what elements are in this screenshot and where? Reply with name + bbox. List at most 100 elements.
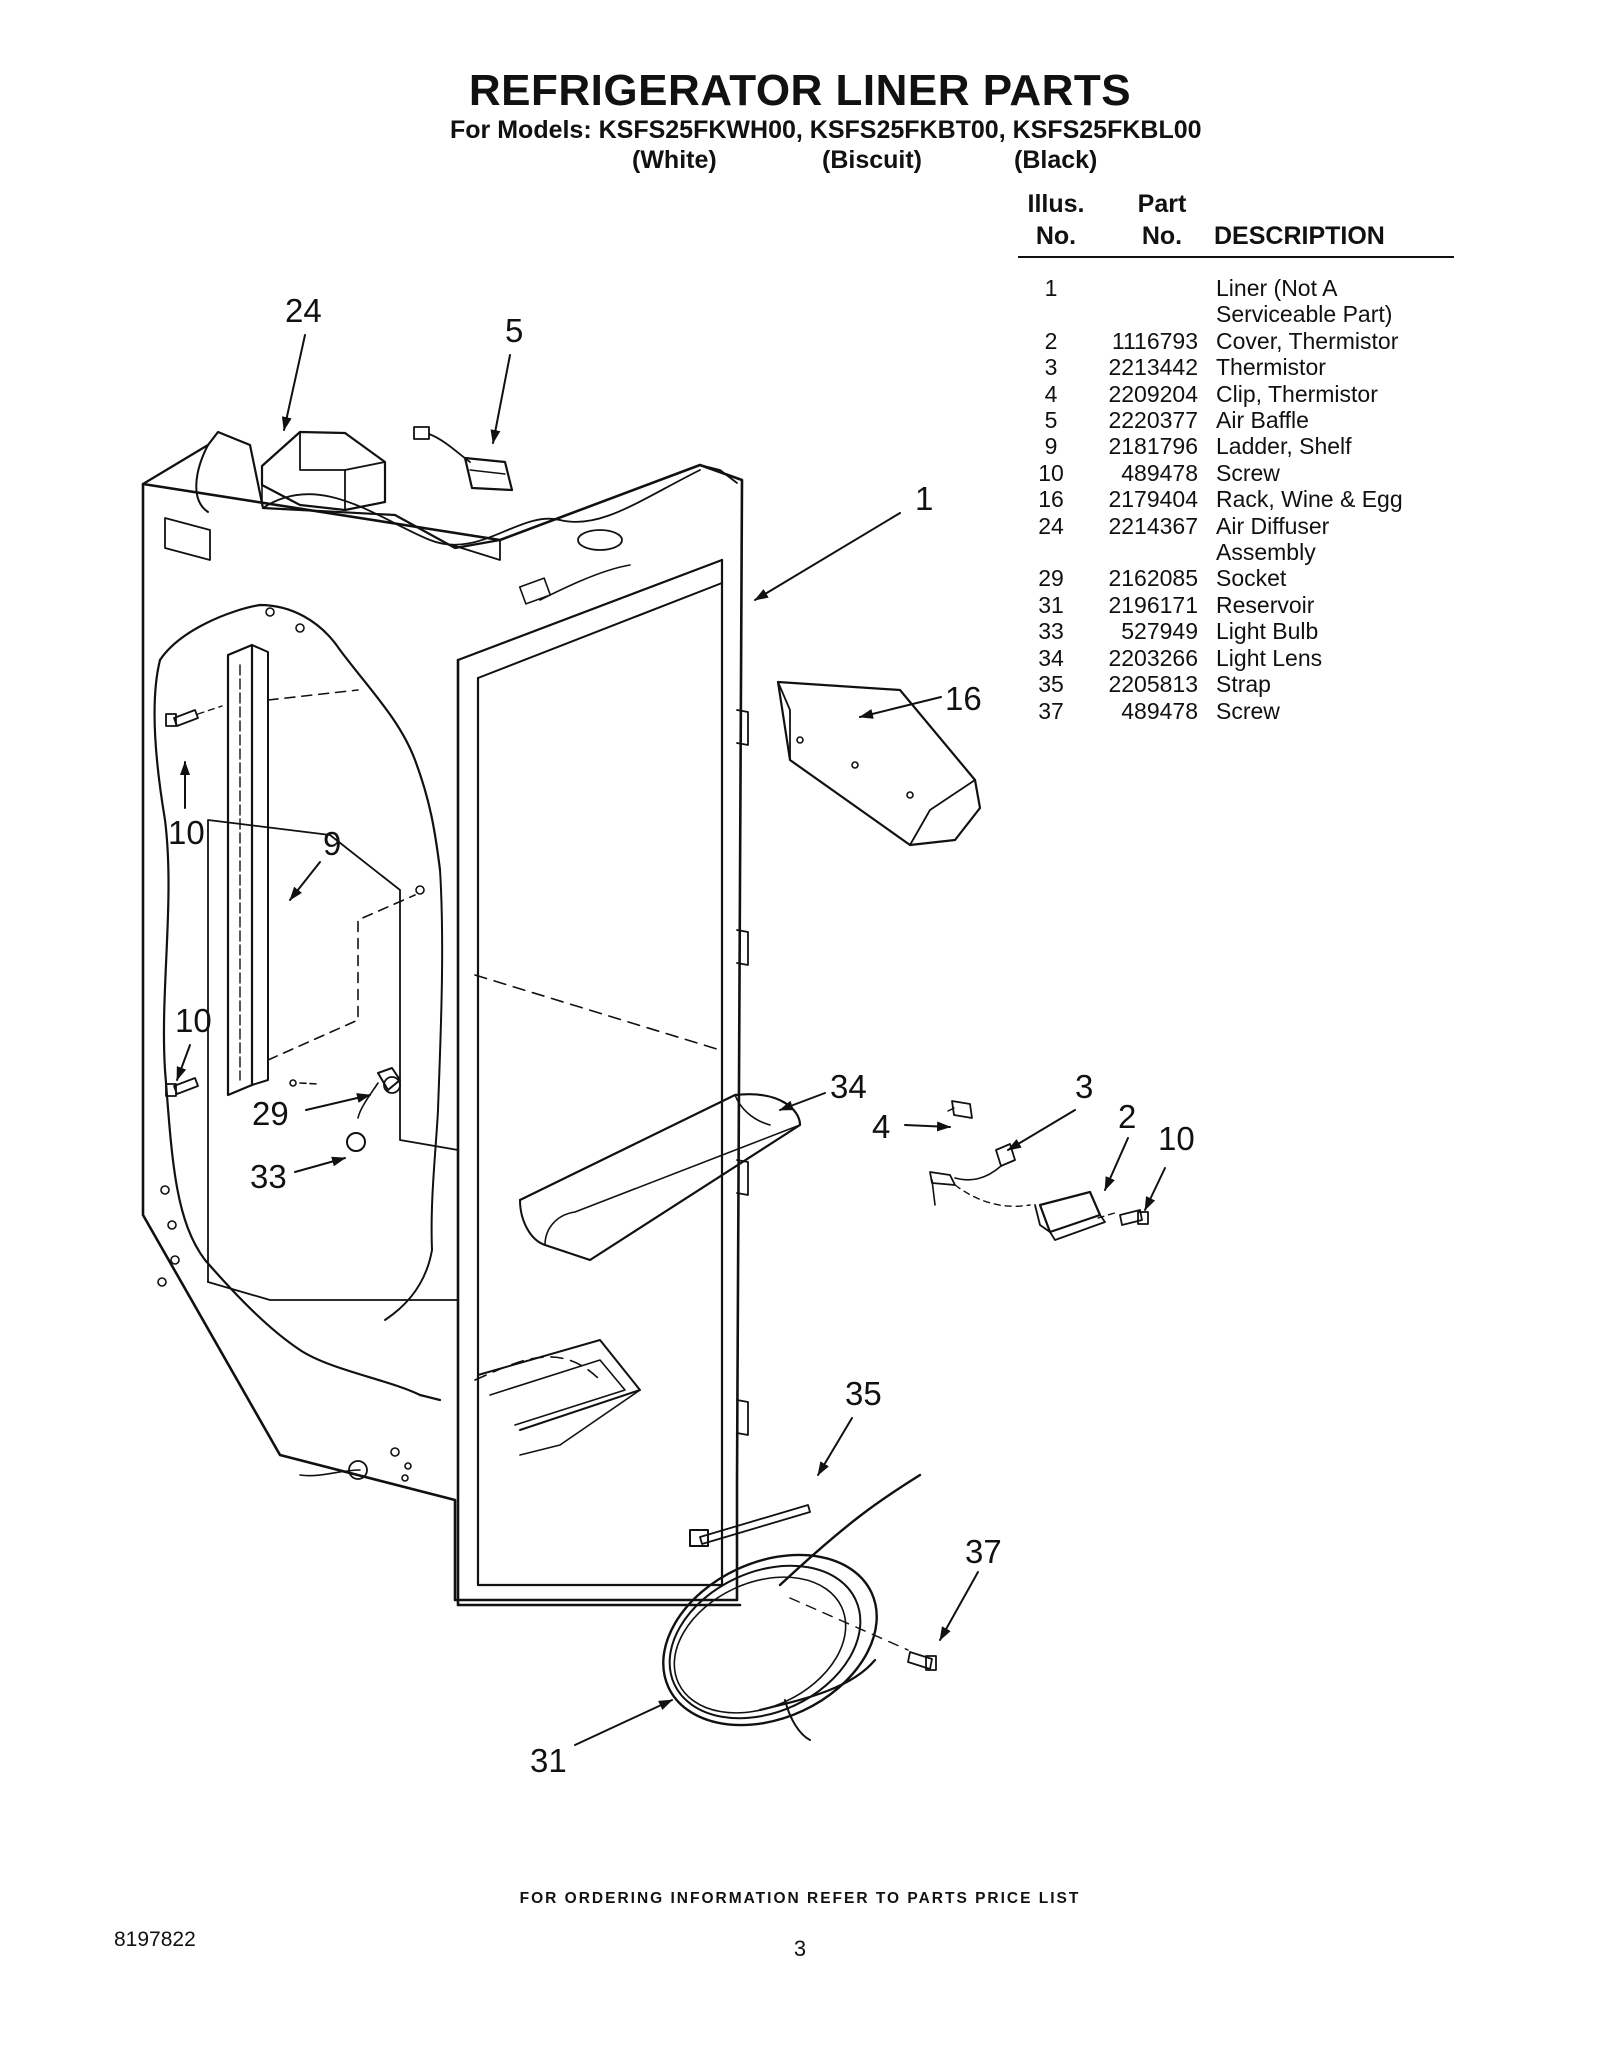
liner-body: [141, 430, 749, 1607]
parts-table-header: Illus. No. Part No. DESCRIPTION: [1018, 190, 1454, 258]
part-no-cell: 489478: [1121, 697, 1198, 724]
description-cell: Light Bulb: [1216, 618, 1319, 645]
description-cell: Serviceable Part): [1216, 301, 1393, 328]
color-biscuit: (Biscuit): [822, 146, 922, 174]
illus-no-cell: 29: [1038, 565, 1064, 592]
parts-row: 29 2162085 Socket: [1018, 565, 1458, 591]
illus-no-cell: 5: [1044, 407, 1058, 434]
description-cell: Strap: [1216, 671, 1271, 698]
description-cell: Ladder, Shelf: [1216, 433, 1352, 460]
reservoir-strap-screw: [662, 1473, 937, 1741]
description-cell: Reservoir: [1216, 591, 1315, 618]
air-baffle: [413, 426, 514, 492]
color-white: (White): [632, 146, 717, 174]
part-no-cell: 2196171: [1108, 591, 1198, 618]
document-number: 8197822: [114, 1928, 196, 1951]
callout-4: 4: [872, 1108, 890, 1145]
part-no-cell: 2213442: [1108, 354, 1198, 381]
header-part: Part: [1137, 190, 1187, 218]
page-title: REFRIGERATOR LINER PARTS: [468, 66, 1132, 115]
ordering-note: FOR ORDERING INFORMATION REFER TO PARTS …: [519, 1890, 1081, 1907]
callout-34: 34: [830, 1068, 867, 1105]
callout-1: 1: [915, 480, 933, 517]
leader-arrows: [176, 334, 1166, 1746]
callout-10-upper: 10: [168, 814, 205, 851]
description-cell: Socket: [1216, 565, 1287, 592]
description-cell: Air Baffle: [1216, 407, 1309, 434]
part-no-cell: 2162085: [1108, 565, 1198, 592]
illus-no-cell: 1: [1044, 275, 1058, 301]
illus-no-cell: 16: [1038, 486, 1064, 513]
parts-row: 3 2213442 Thermistor: [1018, 354, 1458, 380]
models-line: For Models: KSFS25FKWH00, KSFS25FKBT00, …: [450, 116, 1202, 144]
part-no-cell: 489478: [1121, 459, 1198, 486]
illus-no-cell: 35: [1038, 671, 1064, 698]
part-no-cell: 2220377: [1108, 407, 1198, 434]
callout-9: 9: [323, 825, 341, 862]
callout-35: 35: [845, 1375, 882, 1412]
callout-2: 2: [1118, 1098, 1136, 1135]
part-no-cell: 527949: [1121, 618, 1198, 645]
parts-row: 37 489478 Screw: [1018, 698, 1458, 724]
light-lens: [518, 1093, 802, 1262]
illus-no-cell: 33: [1038, 618, 1064, 645]
description-cell: Assembly: [1216, 539, 1316, 566]
parts-row: 24 2214367 Air Diffuser: [1018, 513, 1458, 539]
callout-3: 3: [1075, 1068, 1093, 1105]
screws-left: [165, 705, 223, 1097]
illus-no-cell: 34: [1038, 644, 1064, 671]
description-cell: Light Lens: [1216, 644, 1323, 671]
callout-10-lower: 10: [175, 1002, 212, 1039]
description-cell: Air Diffuser: [1216, 512, 1330, 539]
callout-33: 33: [250, 1158, 287, 1195]
part-no-cell: 2205813: [1108, 671, 1198, 698]
color-black: (Black): [1014, 146, 1098, 174]
description-cell: Cover, Thermistor: [1216, 327, 1399, 354]
shelf-ladder: [226, 643, 416, 1097]
parts-row: 16 2179404 Rack, Wine & Egg: [1018, 486, 1458, 512]
description-cell: Rack, Wine & Egg: [1216, 486, 1403, 513]
part-no-cell: 2179404: [1108, 486, 1198, 513]
illus-no-cell: 3: [1044, 354, 1058, 381]
parts-row: 5 2220377 Air Baffle: [1018, 407, 1458, 433]
header-description: DESCRIPTION: [1214, 222, 1385, 250]
parts-row: 31 2196171 Reservoir: [1018, 592, 1458, 618]
callout-10-right: 10: [1158, 1120, 1195, 1157]
illus-no-cell: 4: [1044, 380, 1058, 407]
description-cell: Thermistor: [1216, 354, 1326, 381]
illus-no-cell: 2: [1044, 327, 1058, 354]
description-cell: Screw: [1216, 697, 1280, 724]
description-cell: Screw: [1216, 459, 1280, 486]
part-no-cell: 2203266: [1108, 644, 1198, 671]
parts-row: 33 527949 Light Bulb: [1018, 618, 1458, 644]
illus-no-cell: 37: [1038, 697, 1064, 724]
part-no-cell: 1116793: [1111, 327, 1198, 354]
callout-5: 5: [505, 312, 523, 349]
header-illus: Illus.: [1027, 190, 1085, 218]
part-no-cell: 2181796: [1108, 433, 1198, 460]
callout-37: 37: [965, 1533, 1002, 1570]
illus-no-cell: 9: [1044, 433, 1058, 460]
parts-row: 2 1116793 Cover, Thermistor: [1018, 328, 1458, 354]
callout-16: 16: [945, 680, 982, 717]
header-part-no: No.: [1141, 222, 1183, 250]
description-cell: Clip, Thermistor: [1216, 380, 1378, 407]
parts-row: Assembly: [1018, 539, 1458, 565]
parts-row: 10 489478 Screw: [1018, 460, 1458, 486]
illus-no-cell: 10: [1038, 459, 1064, 486]
parts-row: 9 2181796 Ladder, Shelf: [1018, 433, 1458, 459]
thermistor-assembly: [929, 1100, 1149, 1241]
part-no-cell: 2209204: [1108, 380, 1198, 407]
callout-24: 24: [285, 292, 322, 329]
description-cell: Liner (Not A: [1216, 275, 1338, 301]
part-no-cell: 2214367: [1108, 512, 1198, 539]
callout-29: 29: [252, 1095, 289, 1132]
parts-row: Serviceable Part): [1018, 301, 1458, 327]
callout-31: 31: [530, 1742, 567, 1779]
header-illus-no: No.: [1035, 222, 1077, 250]
illus-no-cell: 24: [1038, 512, 1064, 539]
illus-no-cell: 31: [1038, 591, 1064, 618]
page-number: 3: [793, 1936, 807, 1961]
